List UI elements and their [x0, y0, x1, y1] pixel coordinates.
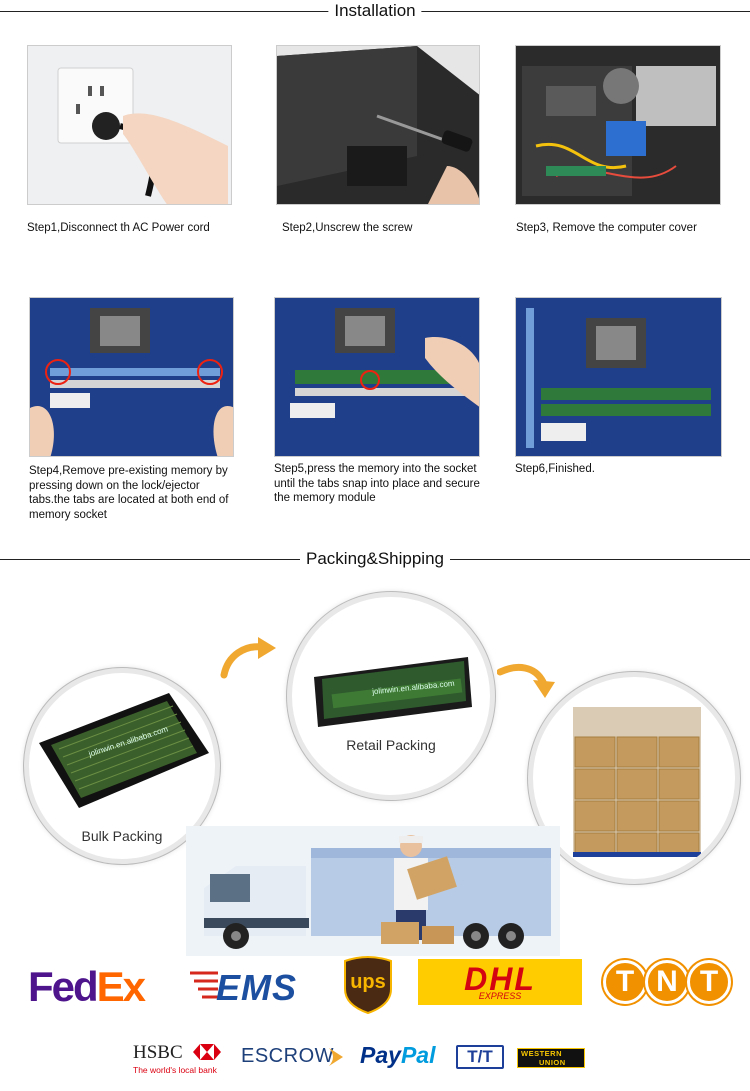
step2-caption: Step2,Unscrew the screw [282, 222, 413, 234]
step1-caption: Step1,Disconnect th AC Power cord [27, 222, 210, 234]
tt-logo: T/T [456, 1045, 504, 1069]
tnt-letter-1: T [603, 960, 647, 1004]
dhl-logo: DHL EXPRESS [418, 959, 582, 1005]
retail-packing-circle: jolinwin.en.alibaba.com Retail Packing [287, 592, 495, 800]
computer-case-screw-illustration [277, 46, 479, 204]
hsbc-logo: HSBC The world's local bank [133, 1042, 225, 1076]
ups-logo: ups [342, 955, 394, 1015]
bulk-packing-label: Bulk Packing [81, 828, 163, 844]
motherboard-finished-illustration [516, 298, 721, 456]
paypal-logo: PayPal [360, 1042, 446, 1072]
fedex-fed-text: Fed [28, 963, 99, 1010]
ups-text: ups [350, 971, 386, 993]
tnt-logo: T N T [603, 958, 733, 1008]
step3-image [515, 45, 721, 205]
installation-title: Installation [328, 0, 422, 22]
step4-image [29, 297, 234, 457]
warehouse-circle [528, 672, 740, 884]
step2-image [276, 45, 480, 205]
step6-image [515, 297, 722, 457]
fedex-logo: FedEx [28, 963, 173, 1011]
escrow-logo: ESCROW [241, 1045, 351, 1071]
ups-shield-icon [344, 956, 392, 1015]
fedex-ex-text: Ex [96, 963, 146, 1010]
western-union-logo: WESTERN UNION [517, 1048, 585, 1068]
western-union-text-2: UNION [539, 1057, 566, 1067]
escrow-text: ESCROW [241, 1045, 334, 1067]
ems-logo: EMS [188, 963, 328, 1009]
ems-wings-icon [190, 971, 218, 999]
motherboard-eject-tabs-illustration [30, 298, 233, 456]
open-computer-case-illustration [516, 46, 720, 204]
paypal-pay-text: Pay [360, 1042, 401, 1068]
retail-packing-label: Retail Packing [346, 737, 436, 753]
step6-caption: Step6,Finished. [515, 463, 595, 475]
step3-caption: Step3, Remove the computer cover [516, 222, 697, 234]
packing-header: Packing&Shipping [0, 548, 750, 570]
western-union-text-1: WESTERN [521, 1049, 562, 1058]
ems-text: EMS [216, 967, 298, 1008]
paypal-pal-text: Pal [400, 1042, 436, 1068]
warehouse-boxes-illustration [573, 707, 701, 857]
step4-caption: Step4,Remove pre-existing memory by pres… [29, 465, 229, 521]
hsbc-tagline: The world's local bank [133, 1065, 217, 1075]
motherboard-insert-memory-illustration [275, 298, 479, 456]
step5-image [274, 297, 480, 457]
hsbc-text: HSBC [133, 1042, 183, 1063]
tnt-letter-2: N [645, 960, 689, 1004]
step5-caption: Step5,press the memory into the socket u… [274, 463, 480, 504]
memory-tray-illustration [39, 693, 209, 808]
curved-arrow-icon [497, 663, 555, 698]
curved-arrow-icon [220, 637, 276, 679]
dhl-text: DHL [464, 961, 536, 997]
escrow-swoosh-icon [329, 1048, 343, 1066]
step1-image [27, 45, 232, 205]
hsbc-hexagon-icon [193, 1044, 221, 1060]
dhl-express-text: EXPRESS [478, 991, 522, 1001]
power-outlet-illustration [28, 46, 231, 204]
packing-title: Packing&Shipping [300, 548, 450, 570]
tnt-letter-3: T [687, 960, 731, 1004]
truck-illustration [186, 826, 560, 956]
delivery-truck-image [186, 826, 560, 956]
installation-header: Installation [0, 0, 750, 22]
retail-box-illustration [314, 657, 472, 727]
